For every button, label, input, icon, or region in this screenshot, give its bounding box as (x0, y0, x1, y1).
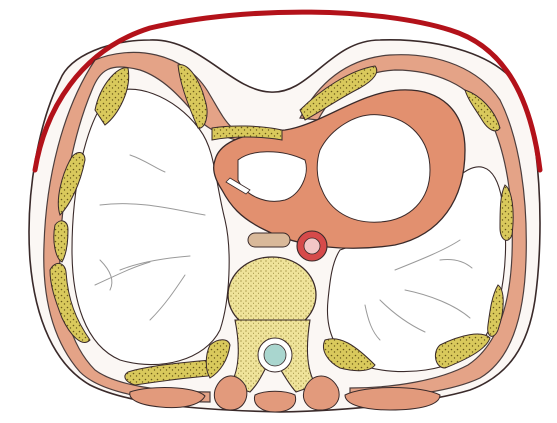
back-muscle-center (254, 391, 295, 412)
back-muscle-right (303, 376, 339, 410)
back-muscle-far-right (345, 388, 440, 411)
back-muscle-far-left (130, 387, 205, 407)
spinal-cord (264, 344, 286, 366)
esophagus (248, 233, 290, 247)
aorta-lumen (304, 238, 320, 254)
